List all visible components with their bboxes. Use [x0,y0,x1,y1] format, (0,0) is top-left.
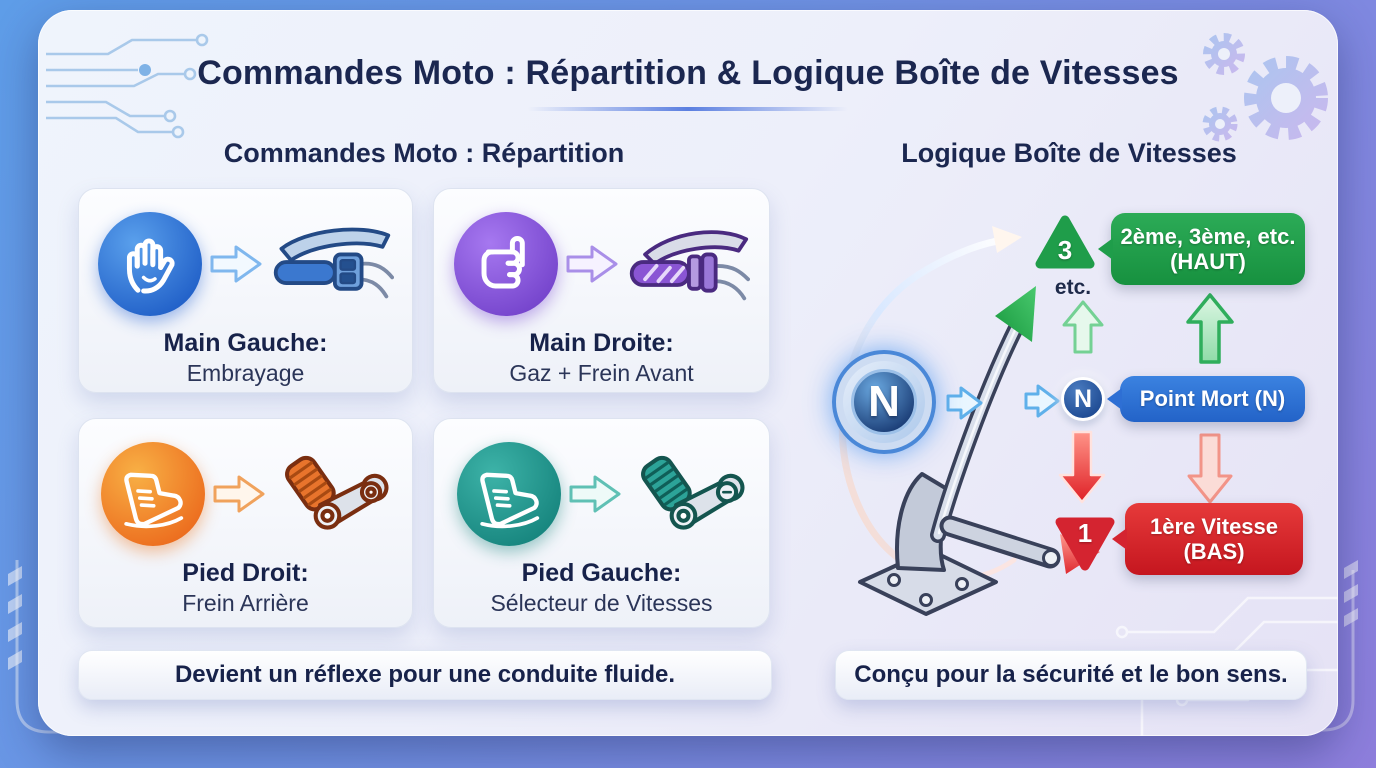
clutch-lever-icon [273,227,394,299]
upshift-badge-line2: (HAUT) [1170,249,1246,274]
left-section-heading: Commandes Moto : Répartition [223,138,625,168]
arrow-right-icon [569,475,620,513]
grip-hand-icon [453,212,558,316]
title-underline [528,107,848,111]
card-label: Pied Gauche: [521,559,682,587]
card-label: Main Gauche: [163,329,328,357]
card-sublabel: Frein Arrière [182,590,309,616]
neutral-dial-icon: N [832,350,936,454]
neutral-node: N [1061,377,1105,421]
card-label: Main Droite: [529,329,674,357]
downshift-badge: 1ère Vitesse (BAS) [1125,503,1303,575]
neutral-dial-letter: N [851,369,917,435]
arrow-right-icon [566,245,617,283]
card-main-gauche: Main Gauche: Embrayage [78,188,413,393]
neutral-badge-text: Point Mort (N) [1139,386,1286,412]
downshift-badge-line1: 1ère Vitesse [1149,513,1279,539]
card-main-droite: Main Droite: Gaz + Frein Avant [433,188,770,393]
card-icon-row [79,203,412,325]
arrow-right-icon [210,245,261,283]
left-footer-banner: Devient un réflexe pour une conduite flu… [78,650,772,700]
upshift-badge: 2ème, 3ème, etc. (HAUT) [1111,213,1305,285]
boot-icon [456,442,561,546]
downshift-triangle: 1 [1053,515,1117,573]
left-footer-text: Devient un réflexe pour une conduite flu… [174,661,676,688]
arrow-right-icon [213,475,264,513]
etc-label: etc. [1054,276,1092,299]
upshift-badge-line1: 2ème, 3ème, etc. [1120,223,1296,249]
boot-icon [100,442,205,546]
downshift-number: 1 [1077,518,1093,548]
card-label: Pied Droit: [182,559,309,587]
right-section-heading: Logique Boîte de Vitesses [901,138,1237,168]
page-title: Commandes Moto : Répartition & Logique B… [197,54,1179,92]
main-panel: Commandes Moto : Répartition & Logique B… [38,10,1338,736]
open-hand-icon [97,212,202,316]
rear-brake-pedal-icon [284,455,388,530]
card-icon-row [434,433,769,555]
downshift-badge-line2: (BAS) [1183,539,1245,564]
throttle-brake-icon [629,230,750,301]
right-footer-text: Conçu pour la sécurité et le bon sens. [854,661,1288,688]
gear-selector-icon [640,455,744,530]
card-icon-row [434,203,769,325]
card-sublabel: Gaz + Frein Avant [509,360,694,386]
neutral-badge: Point Mort (N) [1120,376,1305,422]
card-icon-row [79,433,412,555]
upshift-number: 3 [1057,235,1073,265]
card-sublabel: Sélecteur de Vitesses [490,590,713,616]
card-pied-gauche: Pied Gauche: Sélecteur de Vitesses [433,418,770,628]
card-sublabel: Embrayage [186,360,305,386]
card-pied-droit: Pied Droit: Frein Arrière [78,418,413,628]
upshift-triangle: 3 [1033,213,1097,271]
right-footer-banner: Conçu pour la sécurité et le bon sens. [835,650,1307,700]
